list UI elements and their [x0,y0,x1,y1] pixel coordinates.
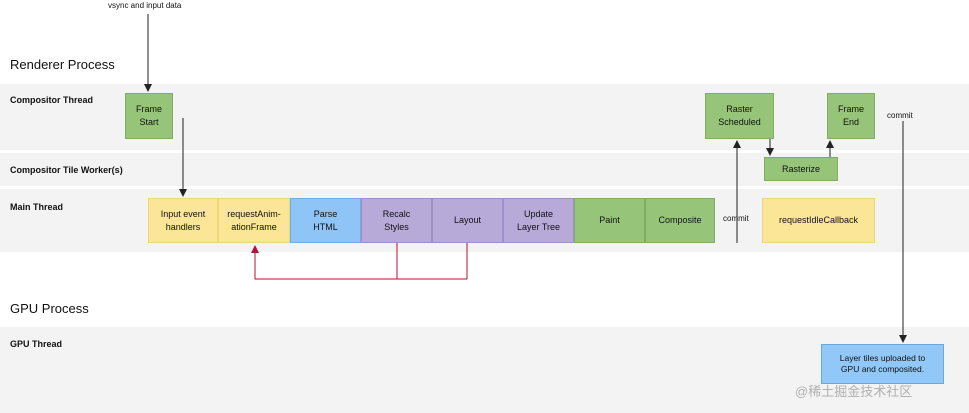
parse-html-box: Parse HTML [290,198,361,243]
request-animation-frame-box: requestAnim- ationFrame [218,198,290,243]
commit-note-main: commit [723,214,749,223]
update-layer-tree-box: Update Layer Tree [503,198,574,243]
layer-tiles-box: Layer tiles uploaded to GPU and composit… [821,344,944,384]
gpu-process-title: GPU Process [10,301,89,316]
input-event-handlers-box: Input event handlers [148,198,218,243]
compositor-thread-label: Compositor Thread [10,95,94,105]
gpu-thread-band [0,327,969,413]
watermark: @稀土掘金技术社区 [795,384,913,399]
main-thread-label: Main Thread [10,202,64,212]
tile-worker-label: Compositor Tile Worker(s) [10,165,123,175]
vsync-note: vsync and input data [108,1,182,10]
gpu-thread-label: GPU Thread [10,339,63,349]
renderer-process-title: Renderer Process [10,57,115,72]
recalc-styles-box: Recalc Styles [361,198,432,243]
raster-scheduled-box: Raster Scheduled [705,93,774,139]
layout-box: Layout [432,198,503,243]
rasterize-box: Rasterize [764,157,838,181]
frame-end-box: Frame End [827,93,875,139]
commit-note-right: commit [887,111,913,120]
request-idle-callback-box: requestIdleCallback [762,198,875,243]
paint-box: Paint [574,198,645,243]
composite-box: Composite [645,198,715,243]
frame-start-box: Frame Start [125,93,173,139]
